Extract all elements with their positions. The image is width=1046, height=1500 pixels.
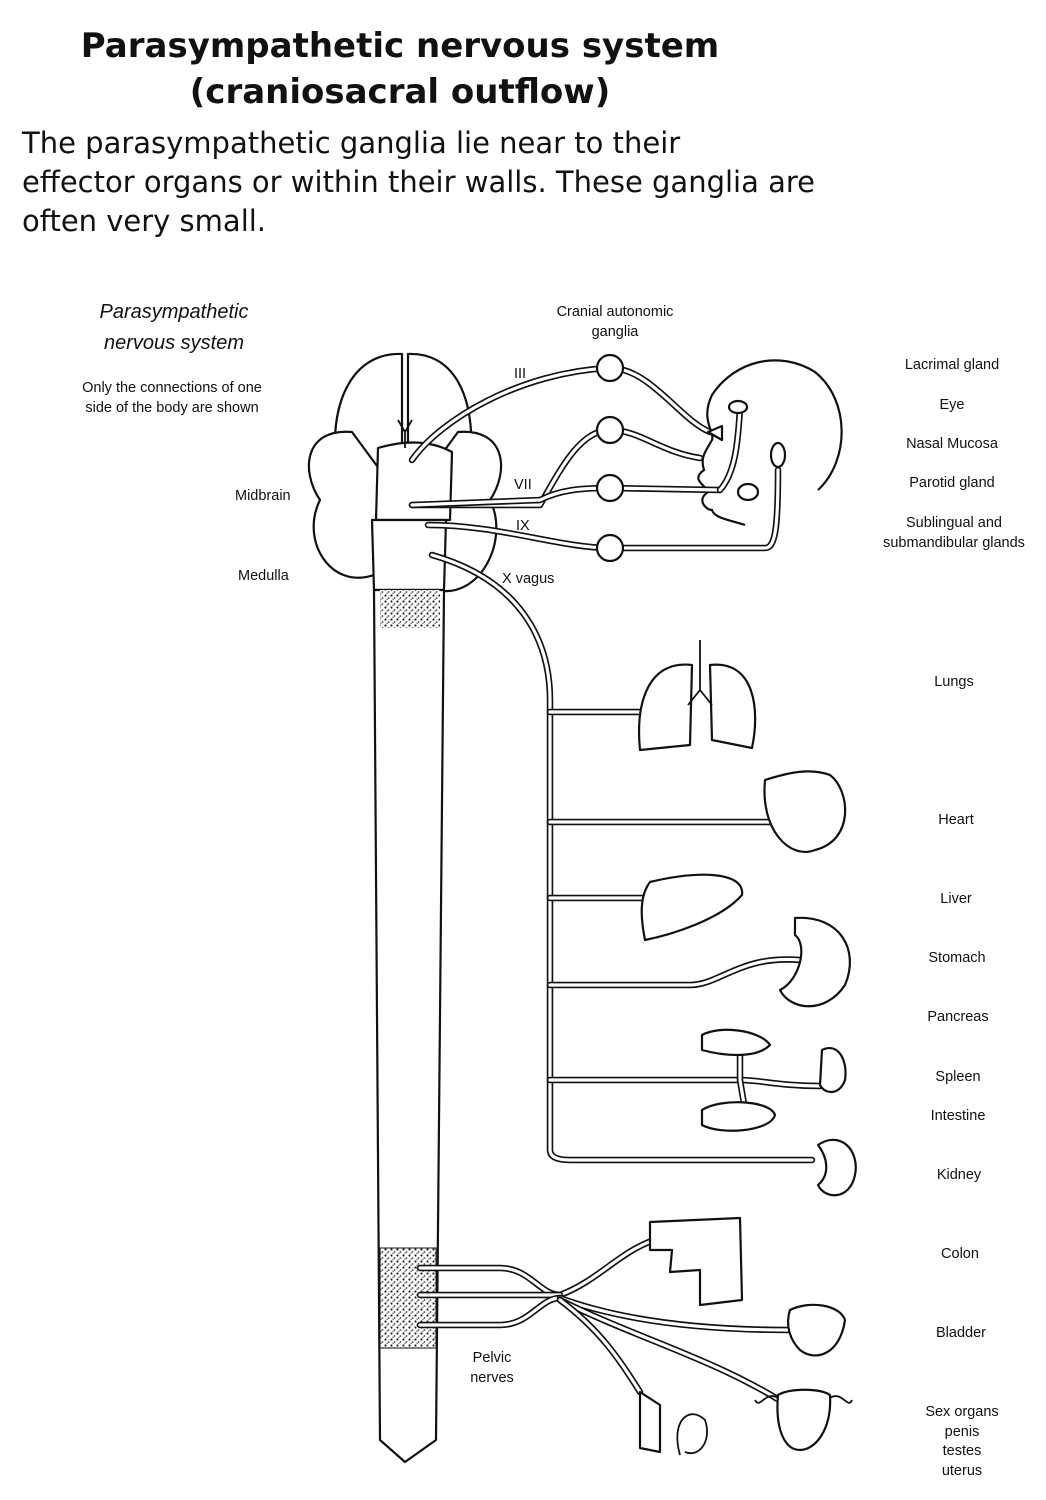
medulla-label: Medulla — [238, 568, 290, 584]
intro-line-2: effector organs or within their walls. T… — [22, 165, 815, 199]
label-pancreas: Pancreas — [927, 1009, 988, 1025]
bladder — [786, 1303, 847, 1357]
label-sex-4: uterus — [942, 1463, 982, 1479]
midbrain-label: Midbrain — [235, 488, 291, 504]
caption-line-2: nervous system — [104, 332, 244, 354]
label-intestine: Intestine — [931, 1108, 986, 1124]
kidney — [816, 1138, 857, 1197]
nerve-x-label: X vagus — [502, 571, 554, 587]
label-sublingual-2: submandibular glands — [883, 535, 1025, 551]
cranial-ganglia — [595, 353, 625, 563]
nerve-iii-label: III — [514, 366, 526, 382]
brain — [307, 352, 503, 593]
pancreas — [700, 1028, 772, 1057]
nerve-ix-label: IX — [516, 518, 530, 534]
figure-labels: Parasympathetic nervous system Only the … — [82, 301, 673, 1386]
note-line-2: side of the body are shown — [85, 400, 258, 416]
label-lungs: Lungs — [934, 674, 974, 690]
lungs — [638, 640, 757, 752]
label-eye: Eye — [940, 397, 965, 413]
stomach — [778, 916, 851, 1008]
label-stomach: Stomach — [928, 950, 985, 966]
head-outline — [697, 359, 843, 527]
liver — [640, 873, 744, 942]
intro-paragraph: The parasympathetic ganglia lie near to … — [22, 124, 1022, 241]
intro-line-1: The parasympathetic ganglia lie near to … — [22, 126, 681, 160]
caption-line-1: Parasympathetic — [100, 301, 249, 323]
label-sex-3: testes — [943, 1443, 982, 1459]
pelvic-label-1: Pelvic — [473, 1350, 512, 1366]
intro-line-3: often very small. — [22, 204, 267, 238]
nerve-vii-label: VII — [514, 477, 532, 493]
label-heart: Heart — [938, 812, 973, 828]
label-kidney: Kidney — [937, 1167, 982, 1183]
ganglia-label-2: ganglia — [592, 324, 640, 340]
page-subtitle: (craniosacral outflow) — [189, 72, 611, 112]
page-title: Parasympathetic nervous system — [80, 26, 720, 66]
organ-labels: Lacrimal gland Eye Nasal Mucosa Parotid … — [883, 357, 1025, 1479]
note-line-1: Only the connections of one — [82, 380, 262, 396]
label-lacrimal: Lacrimal gland — [905, 357, 999, 373]
colon — [648, 1216, 744, 1307]
ganglia-label-1: Cranial autonomic — [557, 304, 674, 320]
heart — [763, 770, 847, 853]
spleen — [818, 1047, 847, 1093]
label-nasal: Nasal Mucosa — [906, 436, 999, 452]
head-organs — [706, 399, 787, 502]
label-sex-1: Sex organs — [925, 1404, 998, 1420]
label-sex-2: penis — [945, 1424, 980, 1440]
label-parotid: Parotid gland — [909, 475, 994, 491]
nerves — [408, 364, 824, 1414]
spinal-cord — [372, 588, 446, 1464]
label-colon: Colon — [941, 1246, 979, 1262]
pelvic-label-2: nerves — [470, 1370, 514, 1386]
label-sublingual-1: Sublingual and — [906, 515, 1002, 531]
label-liver: Liver — [940, 891, 972, 907]
sex-organs — [638, 1388, 853, 1456]
intestine — [700, 1101, 777, 1132]
label-bladder: Bladder — [936, 1325, 986, 1341]
label-spleen: Spleen — [935, 1069, 980, 1085]
